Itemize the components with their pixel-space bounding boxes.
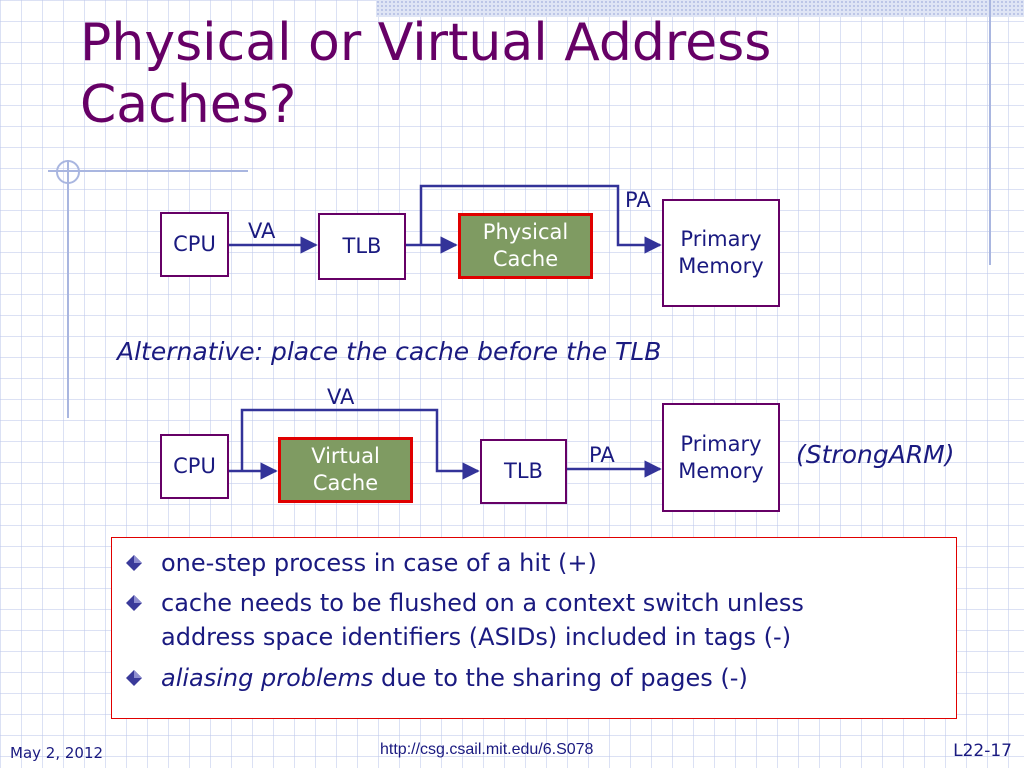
tlb-label-2: TLB — [504, 459, 543, 483]
footer-page-number: L22-17 — [953, 741, 1012, 761]
cpu-box-1: CPU — [160, 212, 229, 277]
alternative-caption: Alternative: place the cache before the … — [117, 337, 662, 366]
bullet-text-2-line-1: cache needs to be flushed on a context s… — [161, 589, 804, 617]
footer-url: http://csg.csail.mit.edu/6.S078 — [380, 741, 594, 758]
primary-memory-box-1: Primary Memory — [662, 199, 780, 307]
slide-title-line-2: Caches? — [80, 75, 297, 135]
cpu-label-1: CPU — [173, 232, 216, 256]
bullet-text-1: one-step process in case of a hit (+) — [161, 549, 597, 577]
tlb-label-1: TLB — [342, 234, 382, 258]
memory-label-line-2-2: Memory — [678, 458, 764, 483]
decor-vertical-line-left — [67, 160, 69, 418]
memory-label-line-1: Primary — [680, 227, 762, 251]
diamond-bullet-icon — [126, 555, 142, 571]
tlb-box-1: TLB — [318, 213, 406, 280]
bullet-text-3-rest: due to the sharing of pages (-) — [373, 664, 748, 692]
physical-cache-box: Physical Cache — [458, 213, 593, 279]
virtual-cache-label-line-2: Cache — [312, 471, 379, 495]
slide-title-line-1: Physical or Virtual Address — [80, 13, 772, 73]
memory-label-line-1-2: Primary — [680, 431, 762, 456]
bullet-text-3-italic: aliasing problems — [161, 664, 374, 692]
list-item: cache needs to be flushed on a context s… — [126, 586, 941, 654]
slide-title: Physical or Virtual Address Caches? — [80, 12, 771, 136]
decor-vertical-line-right — [989, 0, 991, 265]
tradeoffs-box: one-step process in case of a hit (+) ca… — [111, 537, 957, 719]
decor-circle-icon — [56, 160, 80, 184]
bullet-text-2-line-2: address space identifiers (ASIDs) includ… — [161, 623, 792, 651]
list-item: aliasing problems due to the sharing of … — [126, 661, 941, 695]
virtual-cache-box: Virtual Cache — [278, 437, 413, 503]
virtual-cache-label-line-1: Virtual — [311, 444, 380, 468]
tlb-box-2: TLB — [480, 439, 567, 504]
arrow-bypass-to-tlb — [240, 408, 480, 480]
pa-label-2: PA — [589, 443, 615, 467]
physical-cache-label-line-1: Physical — [482, 220, 569, 244]
pa-label-1: PA — [625, 188, 651, 212]
decor-horizontal-line — [48, 170, 248, 172]
diamond-bullet-icon — [126, 670, 142, 686]
primary-memory-box-2: Primary Memory — [662, 403, 780, 512]
physical-cache-label-line-2: Cache — [492, 247, 559, 271]
strongarm-note: (StrongARM) — [796, 440, 955, 469]
diamond-bullet-icon — [126, 595, 142, 611]
arrow-tlb-bypass-to-memory — [419, 184, 662, 254]
va-label-2: VA — [327, 385, 355, 409]
header-decoration-band — [376, 0, 1024, 17]
cpu-label-2: CPU — [173, 454, 216, 478]
va-label-1: VA — [248, 219, 276, 243]
memory-label-line-2: Memory — [678, 254, 764, 278]
cpu-box-2: CPU — [160, 434, 229, 499]
footer-date: May 2, 2012 — [10, 744, 104, 762]
list-item: one-step process in case of a hit (+) — [126, 546, 941, 580]
